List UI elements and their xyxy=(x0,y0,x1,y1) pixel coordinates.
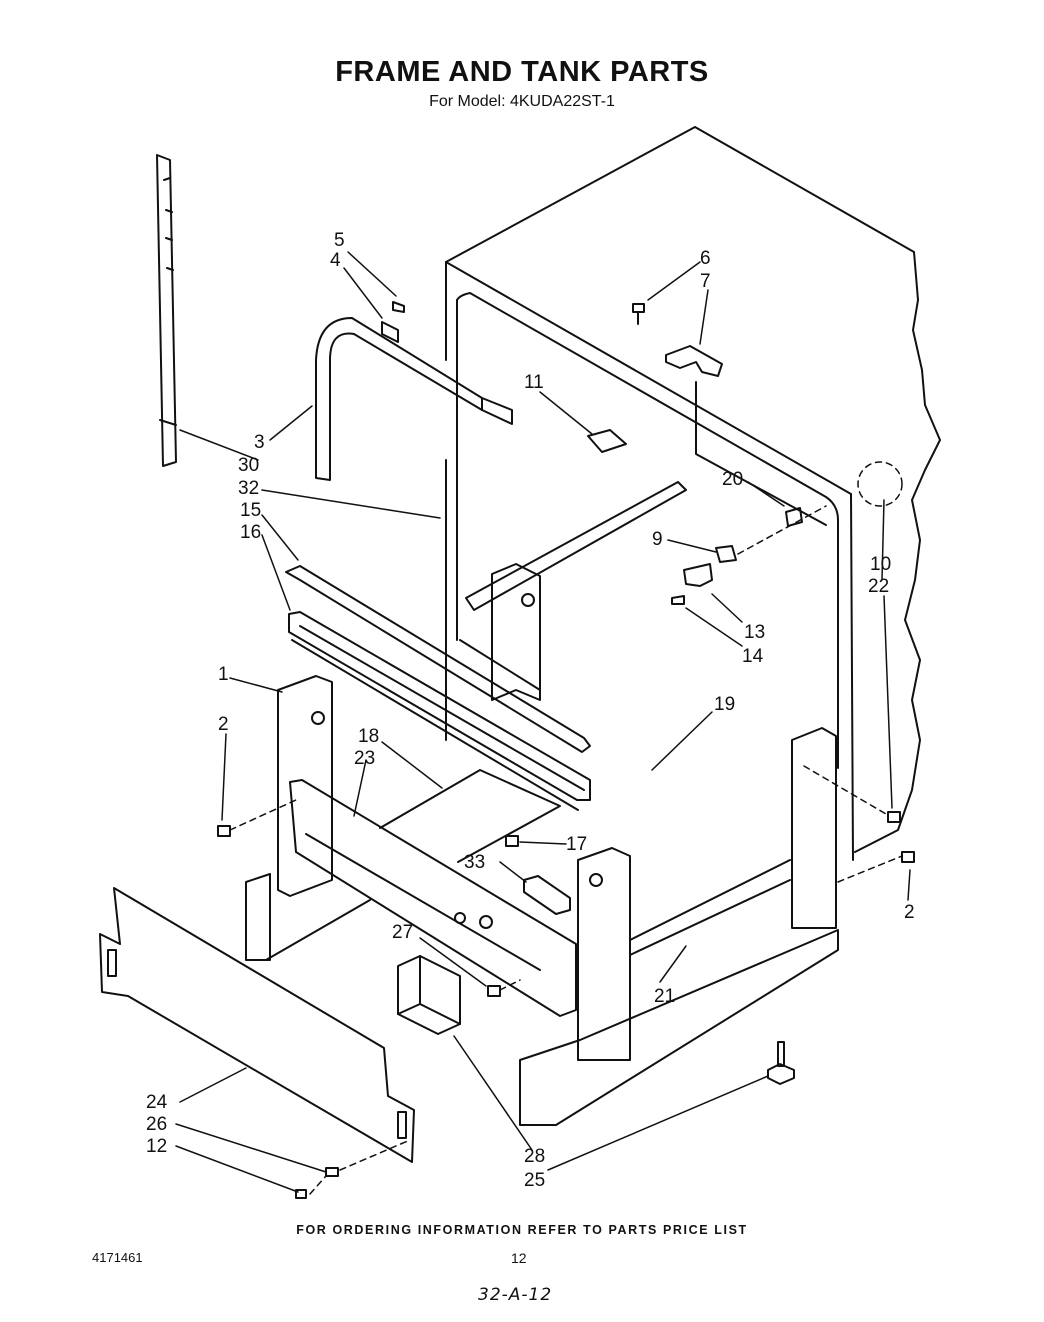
callout-6: 6 xyxy=(700,248,711,269)
part-1-left-frame xyxy=(245,675,371,961)
callout-5: 5 xyxy=(334,230,345,251)
callout-2-right: 2 xyxy=(904,902,915,923)
part-15-16-rails xyxy=(285,565,591,811)
callout-2-left: 2 xyxy=(218,714,229,735)
callout-30: 30 xyxy=(238,455,259,476)
callout-12: 12 xyxy=(146,1136,167,1157)
callout-17: 17 xyxy=(566,834,587,855)
handwritten-note: 32-A-12 xyxy=(478,1285,553,1305)
inner-column xyxy=(491,563,541,701)
part-25-leveling-leg xyxy=(767,1041,795,1085)
callout-28: 28 xyxy=(524,1146,545,1167)
callout-11: 11 xyxy=(524,372,544,393)
callout-21: 21 xyxy=(654,986,675,1007)
callout-22: 22 xyxy=(868,576,889,597)
callout-4: 4 xyxy=(330,250,341,271)
part-28-box xyxy=(397,955,461,1035)
callout-15: 15 xyxy=(240,500,261,521)
page-title: FRAME AND TANK PARTS xyxy=(335,56,709,88)
part-33 xyxy=(523,875,571,915)
callout-1: 1 xyxy=(218,664,229,685)
callout-33: 33 xyxy=(464,852,485,873)
callout-7: 7 xyxy=(700,271,711,292)
part-24-toe-panel xyxy=(99,887,415,1163)
callout-19: 19 xyxy=(714,694,735,715)
page-number: 12 xyxy=(511,1250,527,1266)
right-front-frame xyxy=(519,727,839,1126)
parts-9-13-14-20 xyxy=(671,507,803,605)
callout-25: 25 xyxy=(524,1170,545,1191)
tank-shell xyxy=(445,126,941,861)
document-number: 4171461 xyxy=(92,1250,143,1265)
model-subtitle: For Model: 4KUDA22ST-1 xyxy=(429,93,615,110)
callout-23: 23 xyxy=(354,748,375,769)
callout-27: 27 xyxy=(392,922,413,943)
callout-18: 18 xyxy=(358,726,379,747)
callout-3: 3 xyxy=(254,432,265,453)
callout-32: 32 xyxy=(238,478,259,499)
part-11-clip xyxy=(587,429,627,453)
dashed-guides xyxy=(229,461,903,1195)
base-frame xyxy=(289,769,577,1017)
callout-numbers: 5 4 6 7 11 3 30 32 15 16 20 9 10 22 13 1… xyxy=(146,230,915,1191)
screws-top xyxy=(392,301,645,325)
part-3-tube xyxy=(315,317,513,481)
part-30-strip xyxy=(156,154,177,467)
rear-rail xyxy=(465,481,687,611)
callout-10: 10 xyxy=(870,554,891,575)
small-screws xyxy=(217,811,915,1199)
callout-14: 14 xyxy=(742,646,764,667)
ordering-info-footer: FOR ORDERING INFORMATION REFER TO PARTS … xyxy=(296,1223,748,1237)
leader-lines xyxy=(175,251,911,1193)
callout-16: 16 xyxy=(240,522,261,543)
callout-13: 13 xyxy=(744,622,765,643)
part-7-clip xyxy=(665,345,723,377)
callout-9: 9 xyxy=(652,529,663,550)
callout-24: 24 xyxy=(146,1092,168,1113)
callout-20: 20 xyxy=(722,469,743,490)
callout-26: 26 xyxy=(146,1114,167,1135)
